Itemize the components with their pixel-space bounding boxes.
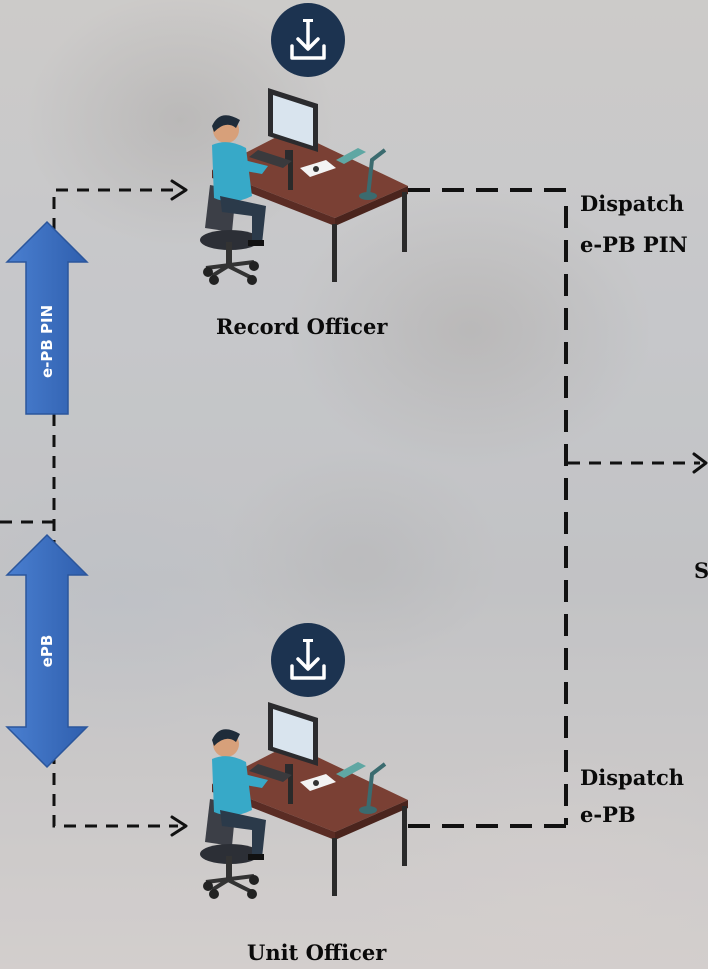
arrow-label-epb-pin: e-PB PIN [38, 304, 56, 378]
up-arrow-shape [5, 220, 89, 415]
download-icon-bottom [271, 623, 345, 697]
double-arrow-shape [5, 533, 89, 769]
arrowhead-mid [692, 452, 708, 474]
arrow-label-epb: ePB [38, 634, 56, 668]
arrowhead-record [170, 179, 188, 201]
partial-label: S [694, 558, 708, 583]
dispatch-epb-line1: Dispatch [580, 765, 685, 790]
record-officer-desk-icon [200, 88, 408, 285]
arrowhead-unit [170, 815, 188, 837]
dispatch-pin-line2: e-PB PIN [580, 232, 688, 257]
dispatch-epb-line2: e-PB [580, 802, 636, 827]
download-icon-top [271, 3, 345, 77]
dispatch-pin-line1: Dispatch [580, 191, 685, 216]
connector-left-bottom [52, 752, 178, 828]
record-officer-label: Record Officer [216, 314, 388, 339]
connector-left-top [52, 188, 178, 230]
unit-officer-label: Unit Officer [247, 940, 387, 965]
unit-officer-desk-icon [200, 702, 408, 899]
